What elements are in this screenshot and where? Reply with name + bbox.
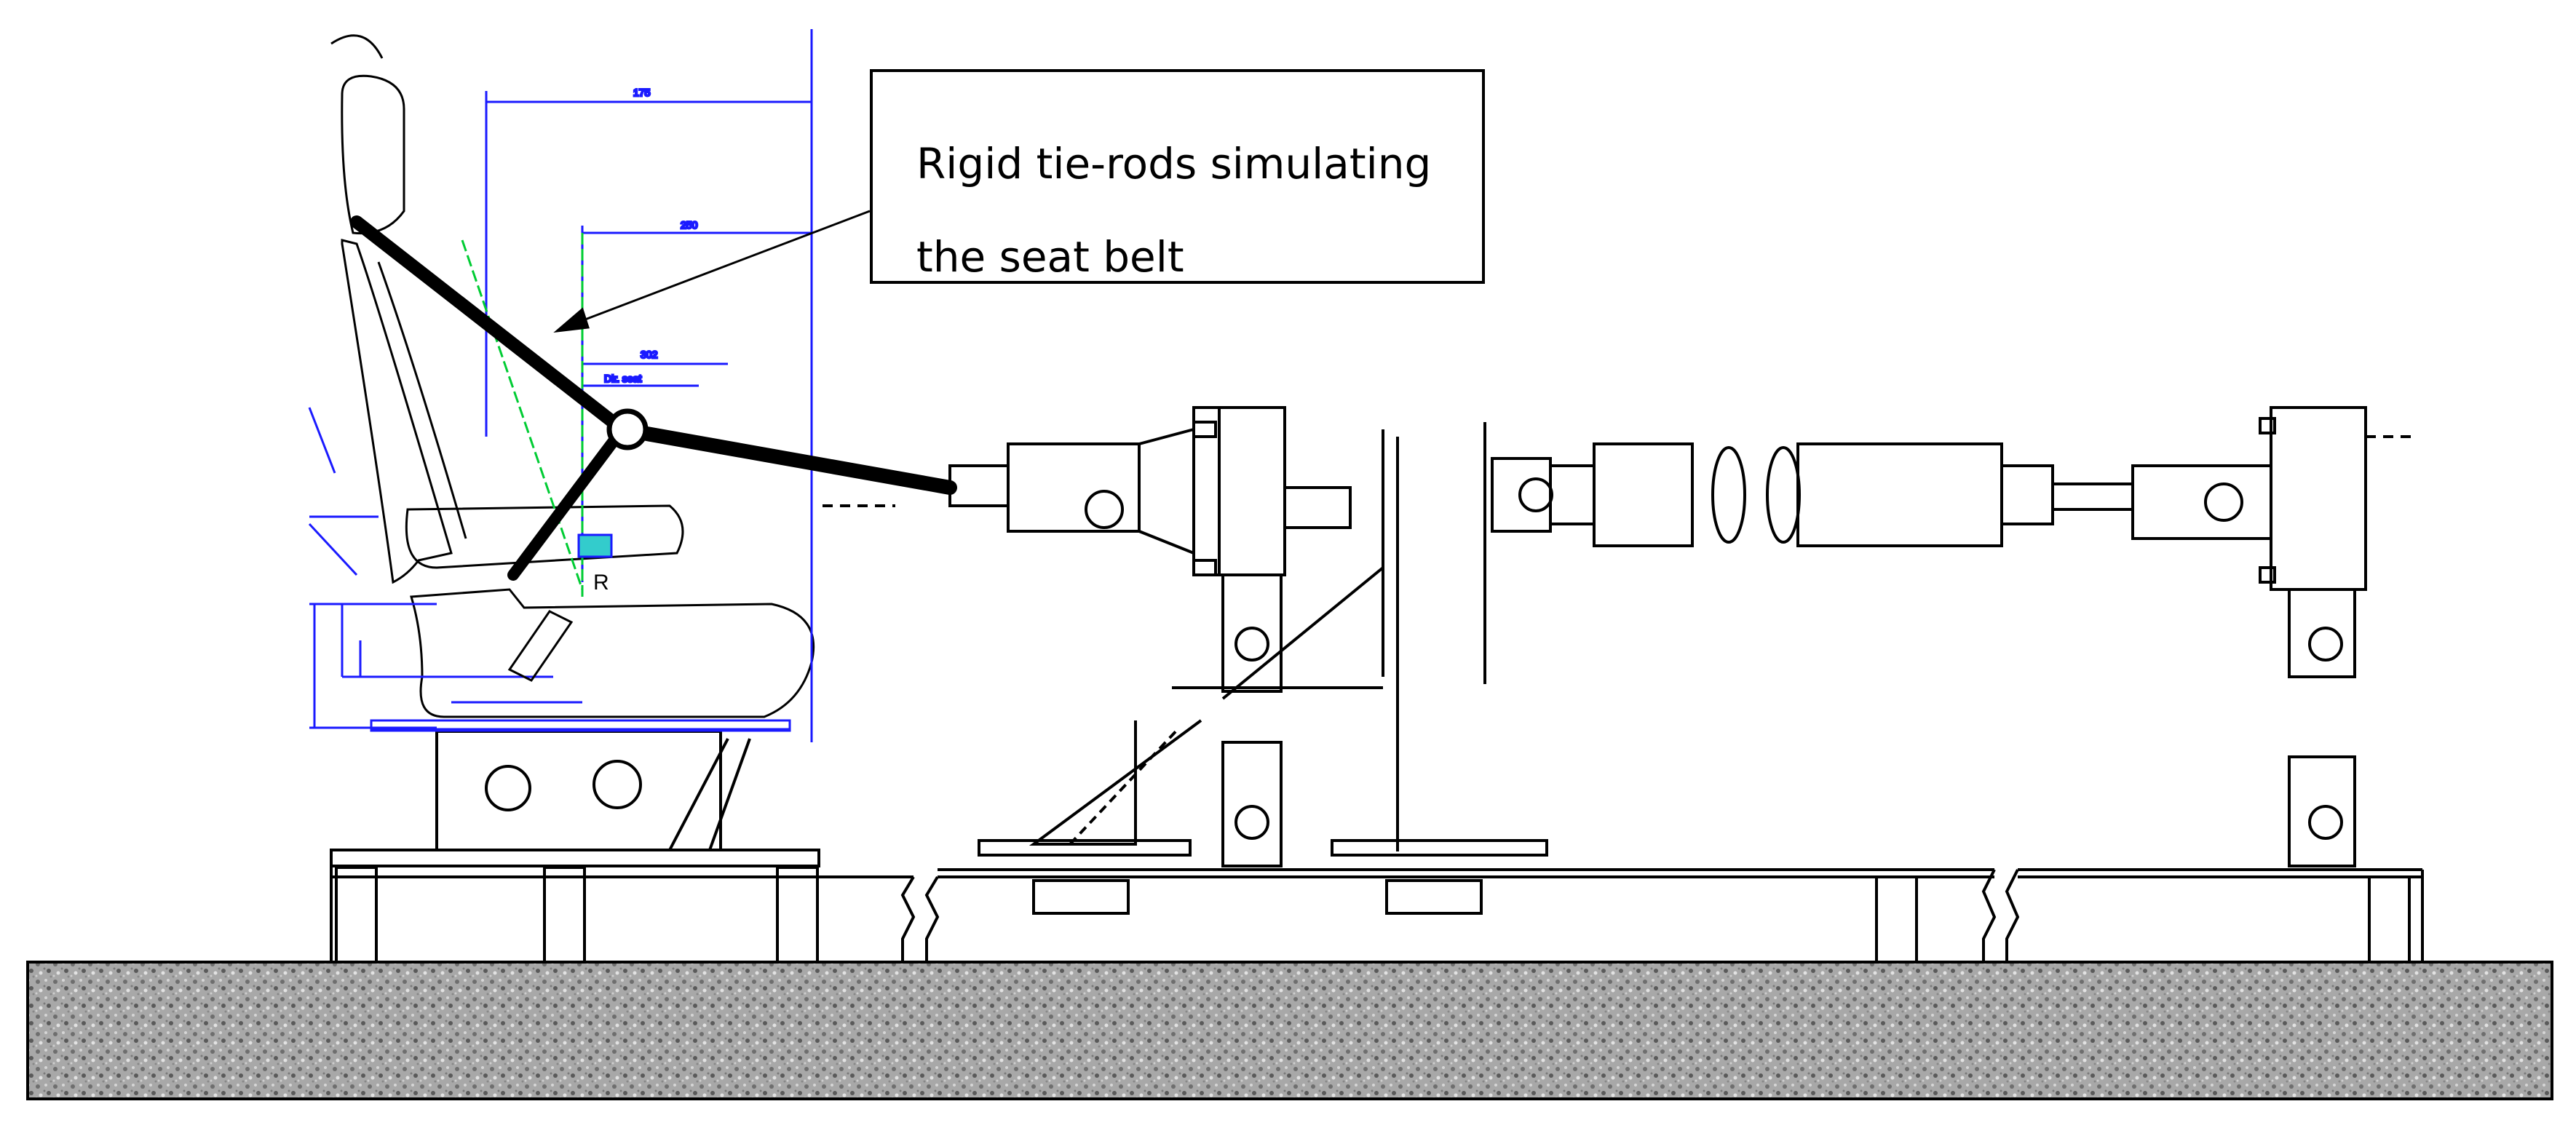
callout-line-1: Rigid tie-rods simulating	[916, 139, 1432, 188]
callout-box: Rigid tie-rods simulating the seat belt	[870, 69, 1485, 284]
seat-subframe	[435, 730, 751, 851]
svg-text:Dir. seat: Dir. seat	[604, 373, 641, 384]
callout-line-2: the seat belt	[916, 232, 1184, 282]
buckle	[507, 533, 613, 682]
rigid-tie-rods	[350, 215, 957, 581]
left-pedestals	[978, 422, 1548, 915]
seat-belt-line	[461, 233, 584, 597]
right-load-cell	[2131, 406, 2417, 867]
base-frame	[330, 849, 2424, 964]
tie-rod-joint-icon	[606, 408, 649, 450]
callout-arrows	[553, 210, 871, 333]
seat-icon	[330, 34, 815, 732]
svg-text:250: 250	[681, 219, 698, 231]
svg-text:302: 302	[641, 349, 658, 360]
dimension-lines: 175 250 302 Dir. seat	[308, 29, 813, 742]
hydraulic-actuator-icon	[1491, 442, 2134, 547]
left-load-cell	[823, 406, 1352, 576]
seat-marker-label: R	[593, 571, 609, 595]
svg-text:175: 175	[633, 87, 651, 98]
ground-hatch-icon	[26, 961, 2553, 1100]
